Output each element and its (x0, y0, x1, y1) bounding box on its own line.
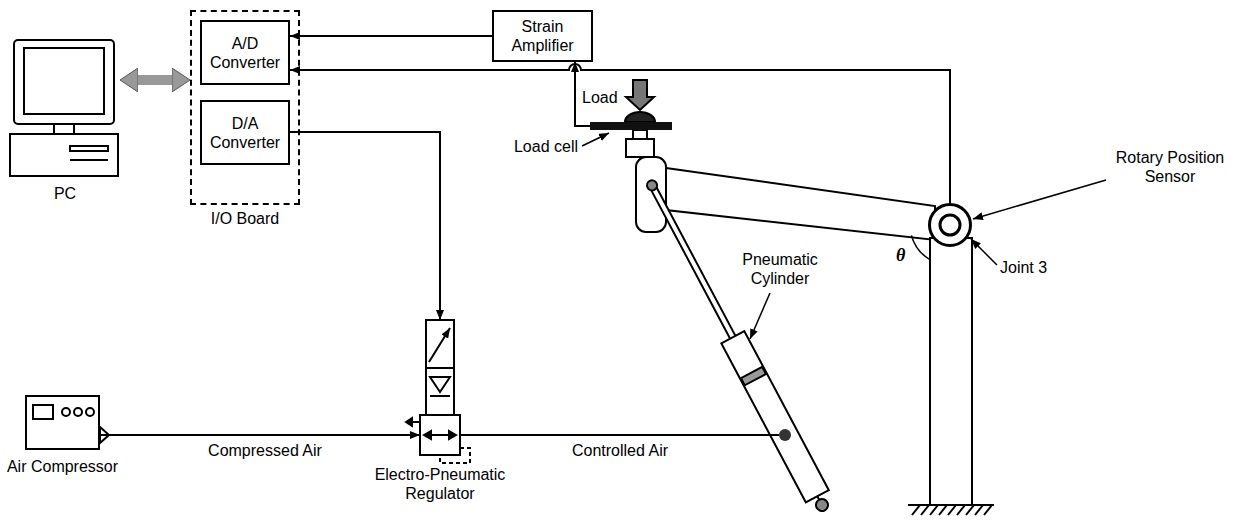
load-label: Load (582, 88, 618, 107)
pneumatic-cylinder (638, 175, 836, 517)
node-label: Load cell (498, 137, 578, 156)
joint-label: Joint 3 (1000, 258, 1047, 277)
edge-label: Controlled Air (569, 441, 671, 460)
leader-lines (582, 133, 1106, 339)
regulator-symbol (406, 320, 470, 463)
compressor-box: Air Compressor (25, 395, 100, 450)
signal-line (460, 434, 779, 436)
computer-icon: PC (10, 38, 120, 178)
signal-line (100, 434, 420, 436)
arm-and-post (666, 168, 994, 515)
node-label: I/O Board (190, 209, 300, 228)
node-label: Air Compressor (0, 457, 125, 476)
load-cell-plate: Load cell (590, 122, 672, 130)
node-label: Pneumatic Cylinder (735, 250, 825, 288)
data-bus-arrow (134, 75, 176, 85)
signal-line (290, 35, 492, 37)
node-label: Electro-Pneumatic Regulator (350, 465, 530, 503)
signal-line (290, 132, 440, 320)
converter-box: A/D Converter (200, 20, 290, 85)
converter-box: D/A Converter (200, 100, 290, 165)
pc-icon (10, 40, 118, 176)
regulator-node: Electro-Pneumatic Regulator (420, 320, 460, 455)
node-label: PC (10, 184, 120, 203)
edge-label: Compressed Air (205, 441, 325, 460)
cylinder-port: Pneumatic Cylinder (779, 429, 791, 441)
signal-line (290, 64, 950, 203)
rotary-sensor: Rotary Position Sensor (928, 203, 972, 247)
node-label: D/A Converter (205, 114, 285, 152)
io-board-group: I/O BoardA/D ConverterD/A Converter (190, 10, 300, 205)
load-cell-assembly (625, 80, 666, 232)
node-label: A/D Converter (205, 34, 285, 72)
node-label: Strain Amplifier (497, 17, 588, 55)
node-label: Rotary Position Sensor (1110, 148, 1230, 186)
amplifier-box: Strain Amplifier (492, 10, 593, 62)
compressor-icon (33, 405, 109, 443)
angle-symbol: θ (896, 245, 905, 266)
